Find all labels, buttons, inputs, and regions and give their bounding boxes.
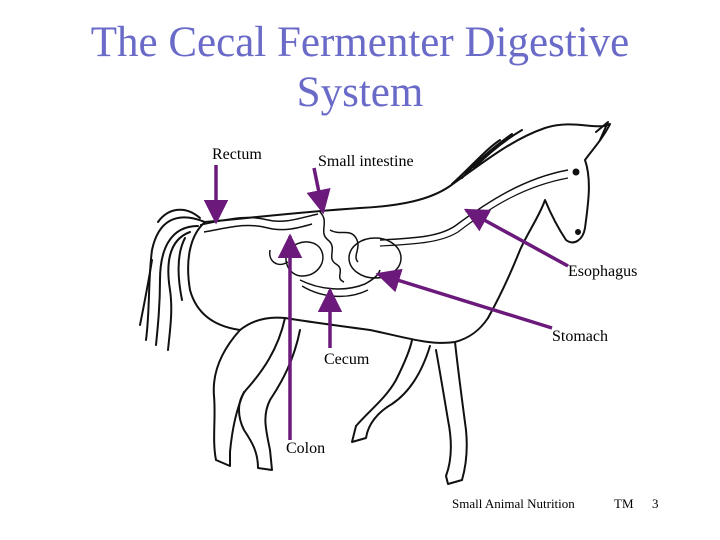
pointer-arrows [203,165,569,440]
footer-page-number: 3 [652,496,659,511]
footer-course: Small Animal Nutrition [452,496,575,511]
label-small-intestine: Small intestine [318,153,414,170]
esophagus-tract [379,169,569,241]
esophagus-arrow [463,208,569,268]
stomach-organ [348,237,402,279]
small-intestine-organ [319,211,345,283]
slide-title: The Cecal Fermenter Digestive System [40,18,680,118]
horse-tail [139,208,206,351]
small-intestine-arrow [306,167,331,215]
title-line-2: System [296,69,424,116]
label-esophagus: Esophagus [568,263,638,280]
label-cecum: Cecum [324,351,370,368]
label-stomach: Stomach [552,328,608,345]
footer-trademark: TM [614,496,634,511]
label-colon: Colon [286,440,326,457]
digestive-organs [199,211,402,298]
horse-outline [187,121,611,485]
title-line-1: The Cecal Fermenter Digestive [90,19,630,66]
label-rectum: Rectum [212,146,262,163]
stomach-arrow [375,268,553,330]
